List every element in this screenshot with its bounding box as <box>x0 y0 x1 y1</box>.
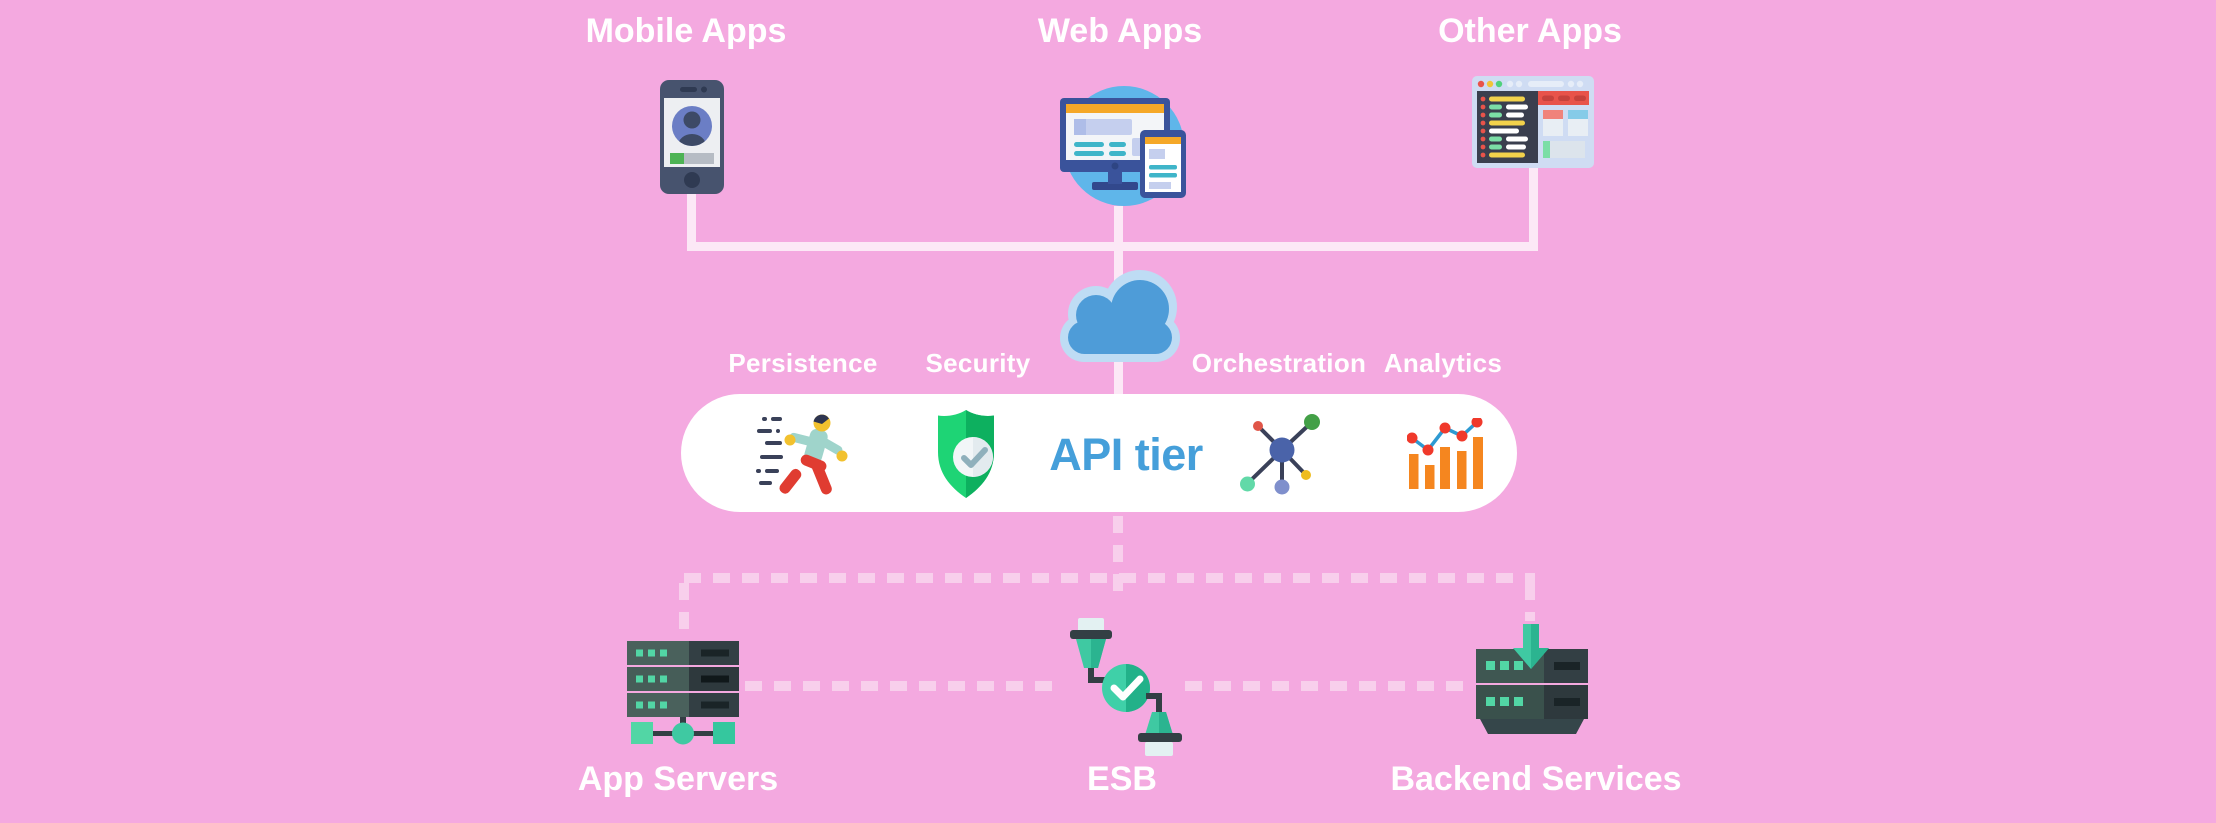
web-apps-label: Web Apps <box>1037 12 1203 50</box>
plug-connector-check-icon <box>1062 618 1182 758</box>
backend-services-label: Backend Services <box>1390 760 1682 798</box>
api-tier-title: API tier <box>1049 429 1203 480</box>
esb-label: ESB <box>1087 760 1157 798</box>
dashed-horizontal-lower-left <box>745 681 1060 691</box>
capability-security-label: Security <box>925 348 1031 378</box>
connector-other-vertical <box>1529 166 1538 251</box>
cloud-icon <box>1054 262 1186 369</box>
dashed-left-vertical <box>679 583 689 640</box>
smartphone-icon <box>660 80 724 194</box>
connector-mobile-vertical <box>687 194 696 251</box>
bar-chart-trend-icon <box>1407 418 1485 492</box>
capability-analytics-label: Analytics <box>1383 348 1503 378</box>
connector-horizontal <box>687 242 1538 251</box>
server-rack-network-icon <box>627 641 739 753</box>
app-servers-label: App Servers <box>577 760 779 798</box>
mobile-apps-label: Mobile Apps <box>585 12 787 50</box>
dashed-horizontal-upper <box>684 573 1535 583</box>
dashed-right-vertical <box>1525 583 1535 621</box>
dashed-horizontal-lower-right <box>1185 681 1468 691</box>
desktop-and-tablet-icon <box>1052 86 1192 208</box>
dashed-center-vertical <box>1113 516 1123 602</box>
fast-runner-icon <box>752 413 850 501</box>
other-apps-label: Other Apps <box>1438 12 1622 50</box>
capability-persistence-label: Persistence <box>728 348 878 378</box>
capability-orchestration-label: Orchestration <box>1191 348 1367 378</box>
server-download-icon <box>1466 617 1596 735</box>
shield-check-icon <box>936 408 996 500</box>
app-window-icon <box>1472 76 1594 168</box>
network-hub-icon <box>1240 412 1324 504</box>
